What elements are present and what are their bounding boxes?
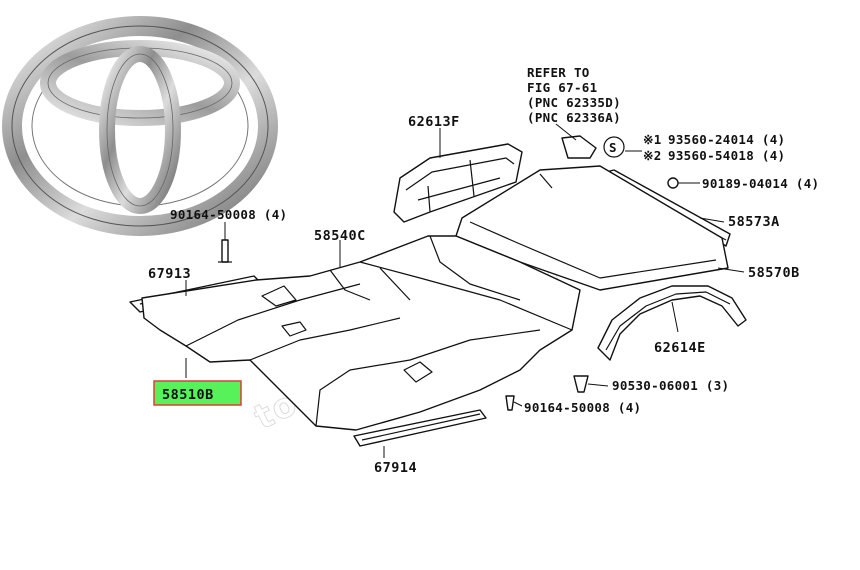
part-62613f-shape <box>393 143 523 223</box>
label-62614e[interactable]: 62614E <box>654 340 706 356</box>
part-67914-shape <box>353 409 487 447</box>
label-93560-24014[interactable]: 93560-24014 (4) <box>668 132 785 147</box>
fastener-clips <box>218 135 679 411</box>
mark-1: ※1 <box>643 132 662 147</box>
highlight-box-58510b <box>153 380 242 406</box>
label-58573a[interactable]: 58573A <box>728 214 780 230</box>
label-67914[interactable]: 67914 <box>374 460 417 476</box>
label-90164-bottom[interactable]: 90164-50008 (4) <box>524 400 641 415</box>
label-58510b[interactable]: 58510B <box>162 387 214 403</box>
refer-line-2: FIG 67-61 <box>527 80 597 95</box>
part-58510b-shape <box>141 235 581 431</box>
refer-line-3: (PNC 62335D) <box>527 95 621 110</box>
s-symbol: S <box>609 140 617 155</box>
label-58570b[interactable]: 58570B <box>748 265 800 281</box>
label-93560-54018[interactable]: 93560-54018 (4) <box>668 148 785 163</box>
label-67913[interactable]: 67913 <box>148 266 191 282</box>
part-62614e-shape <box>597 285 747 361</box>
leader-lines <box>185 123 745 458</box>
label-58540c[interactable]: 58540C <box>314 228 366 244</box>
label-90189[interactable]: 90189-04014 (4) <box>702 176 819 191</box>
label-90164-top[interactable]: 90164-50008 (4) <box>170 207 287 222</box>
mark-2: ※2 <box>643 148 662 163</box>
toyota-logo <box>2 16 278 236</box>
label-90530[interactable]: 90530-06001 (3) <box>612 378 729 393</box>
refer-line-1: REFER TO <box>527 65 590 80</box>
part-58570b-shape <box>455 165 729 291</box>
label-62613f[interactable]: 62613F <box>408 114 460 130</box>
refer-line-4: (PNC 62336A) <box>527 110 621 125</box>
refer-note: REFER TO FIG 67-61 (PNC 62335D) (PNC 623… <box>527 65 621 125</box>
